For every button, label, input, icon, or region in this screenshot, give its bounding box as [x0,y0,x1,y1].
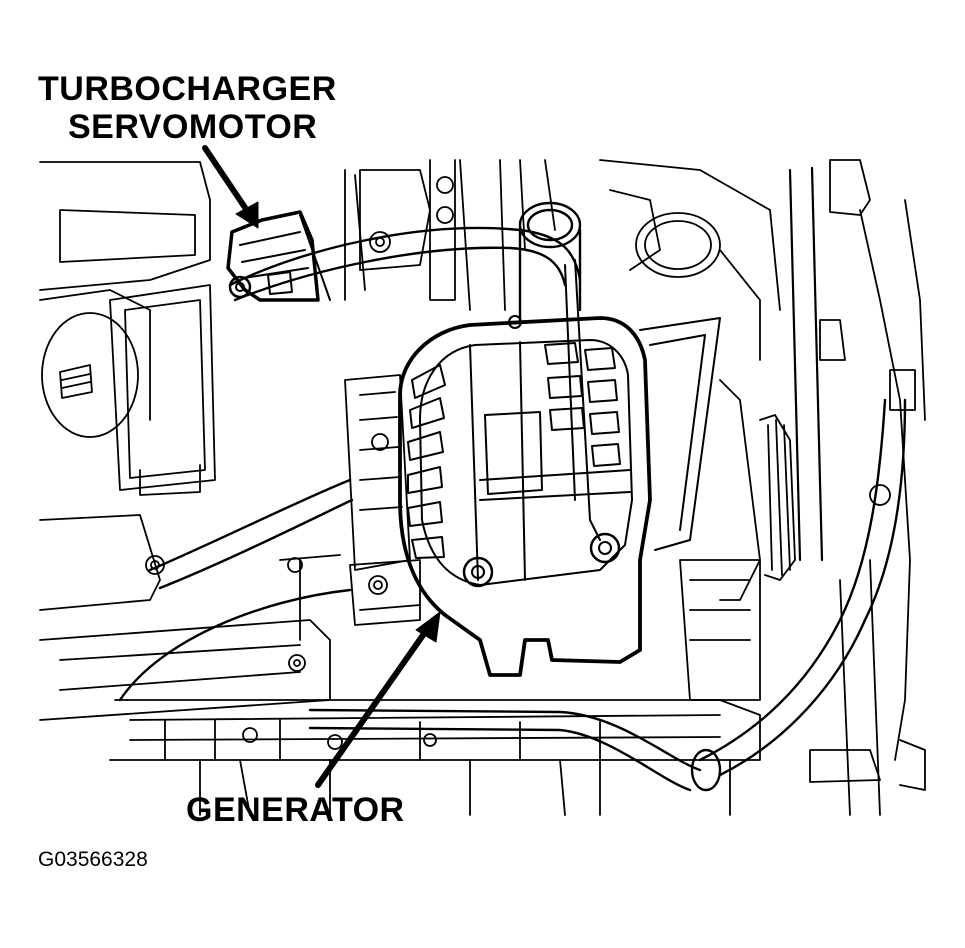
generator-label: GENERATOR [186,791,405,829]
figure-id: G03566328 [38,848,148,871]
arrow-turbo [202,145,259,229]
generator [398,259,721,677]
arrow-generator [315,611,441,788]
engine-background [39,159,926,816]
turbocharger-servomotor-label: TURBOCHARGER SERVOMOTOR [38,70,337,146]
turbo-label-line2: SERVOMOTOR [68,108,318,146]
cooling-slots [407,342,621,559]
turbocharger-servomotor [226,210,331,302]
hoses [118,201,907,792]
turbo-label-line1: TURBOCHARGER [38,70,337,108]
